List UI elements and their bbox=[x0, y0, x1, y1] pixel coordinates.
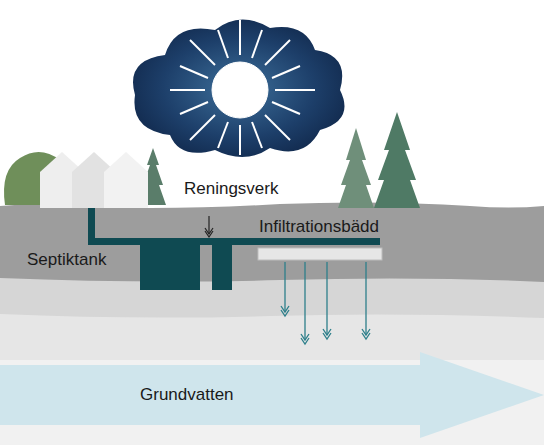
sun-rays bbox=[170, 20, 315, 155]
topsoil bbox=[0, 202, 544, 282]
soil-layer bbox=[0, 312, 544, 360]
component-label: Septiktank bbox=[27, 251, 106, 270]
cloud bbox=[133, 19, 345, 157]
infiltration-arrows bbox=[281, 262, 370, 344]
band-label: Grundvatten bbox=[140, 386, 234, 405]
component-label: Reningsverk bbox=[184, 180, 279, 199]
trees bbox=[4, 112, 420, 208]
treatment-tank bbox=[212, 238, 232, 290]
arrow-band-shape bbox=[0, 352, 544, 438]
leader-arrow bbox=[205, 216, 213, 237]
groundwater-band: Grundvatten bbox=[0, 352, 544, 438]
component-label: Infiltrationsbädd bbox=[259, 218, 379, 237]
groundwater-arrow bbox=[0, 352, 544, 438]
houses bbox=[40, 152, 148, 208]
soil-layer bbox=[0, 276, 544, 318]
sun bbox=[212, 62, 268, 118]
septic-tank bbox=[140, 238, 200, 290]
infiltration-bed bbox=[258, 248, 382, 260]
